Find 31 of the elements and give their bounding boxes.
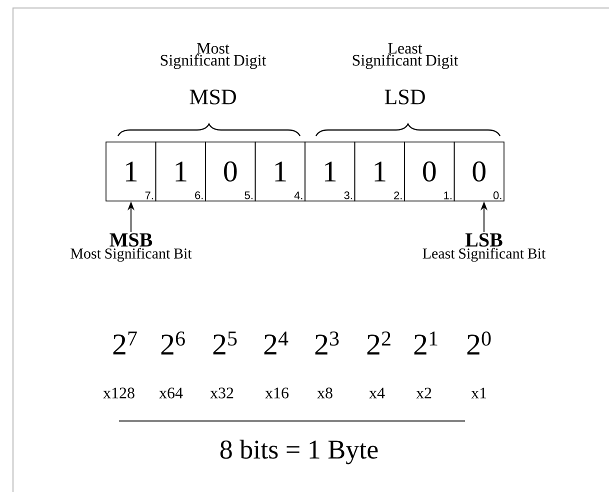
place-multiplier: x128 xyxy=(103,388,134,398)
power-of-two: 2$^{2}$ xyxy=(367,332,390,354)
place-multiplier: x1 xyxy=(471,388,486,398)
bit-cell: 1 4. xyxy=(254,142,306,202)
group-abbreviation: MSD xyxy=(190,90,236,104)
bit-cell: 1 6. xyxy=(155,142,206,202)
bit-cell: 0 0. xyxy=(454,142,504,202)
place-multiplier: x4 xyxy=(369,388,385,398)
bit-cell: 1 3. xyxy=(304,142,356,202)
digit-caption: Most Significant Digit xyxy=(160,43,266,69)
place-multiplier: x16 xyxy=(265,388,289,398)
power-of-two: 2$^{7}$ xyxy=(113,332,137,354)
bit-cell: 0 1. xyxy=(404,142,455,202)
place-multiplier: x2 xyxy=(416,388,432,398)
bit-label: MSB Most Significant Bit xyxy=(70,233,192,262)
place-multiplier: x8 xyxy=(317,388,332,398)
power-of-two: 2$^{4}$ xyxy=(264,332,288,354)
byte-caption: 8 bits = 1 Byte xyxy=(220,440,378,464)
bit-cell: 0 5. xyxy=(205,142,256,202)
group-abbreviation: LSD xyxy=(384,90,425,104)
power-of-two: 2$^{5}$ xyxy=(213,332,237,354)
bit-label: LSB Least Significant Bit xyxy=(422,233,546,262)
bit-cell: 1 2. xyxy=(354,142,405,202)
digit-caption: Least Significant Digit xyxy=(352,43,458,69)
place-multiplier: x64 xyxy=(159,388,183,398)
power-of-two: 2$^{1}$ xyxy=(414,332,438,354)
power-of-two: 2$^{3}$ xyxy=(315,332,339,354)
place-multiplier: x32 xyxy=(210,388,234,398)
bit-cell: 1 7. xyxy=(106,142,156,202)
power-of-two: 2$^{6}$ xyxy=(161,332,185,354)
power-of-two: 2$^{0}$ xyxy=(467,332,491,354)
